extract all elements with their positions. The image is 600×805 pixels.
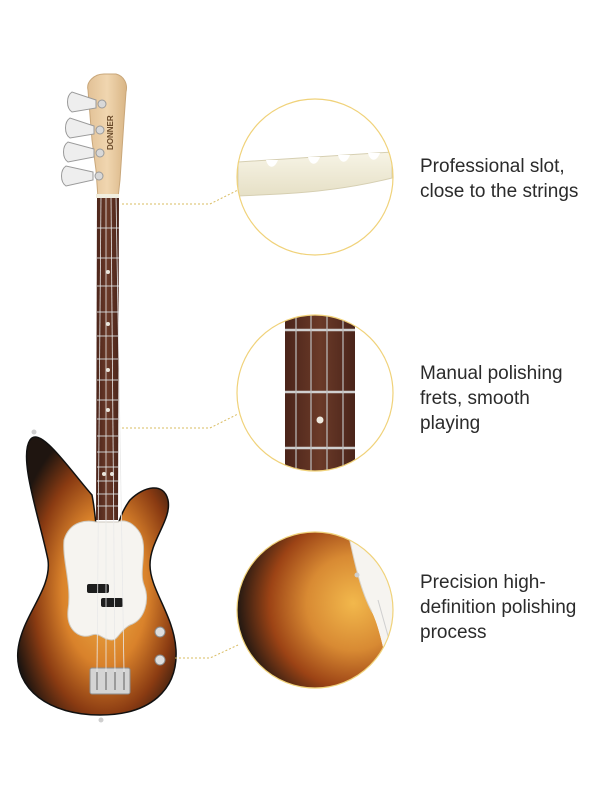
headstock: DONNER — [61, 73, 127, 199]
detail-circle-body-edge — [236, 531, 394, 689]
control-knobs — [154, 626, 166, 666]
fret-markers — [102, 270, 114, 476]
pickguard — [63, 520, 147, 641]
guitar-body — [17, 429, 177, 723]
strap-button-bottom — [98, 717, 104, 723]
brand-logo: DONNER — [106, 115, 115, 150]
guitar-strings — [96, 195, 125, 673]
bridge-saddles — [96, 672, 125, 690]
detail-circle-fretboard — [236, 314, 394, 472]
pickup-b — [101, 598, 123, 607]
leader-lines — [122, 189, 239, 659]
feature-caption-frets: Manual polishing frets, smooth playing — [420, 363, 563, 434]
strap-button-top — [31, 429, 37, 435]
feature-caption-polishing: Precision high- definition polishing pro… — [420, 572, 577, 643]
detail-circle-nut — [236, 98, 394, 256]
frets — [97, 227, 119, 507]
feature-caption-nut: Professional slot, close to the strings — [420, 156, 579, 202]
tuning-pegs — [61, 91, 107, 187]
fret-inlay-dot — [316, 416, 324, 424]
bridge — [89, 667, 131, 695]
